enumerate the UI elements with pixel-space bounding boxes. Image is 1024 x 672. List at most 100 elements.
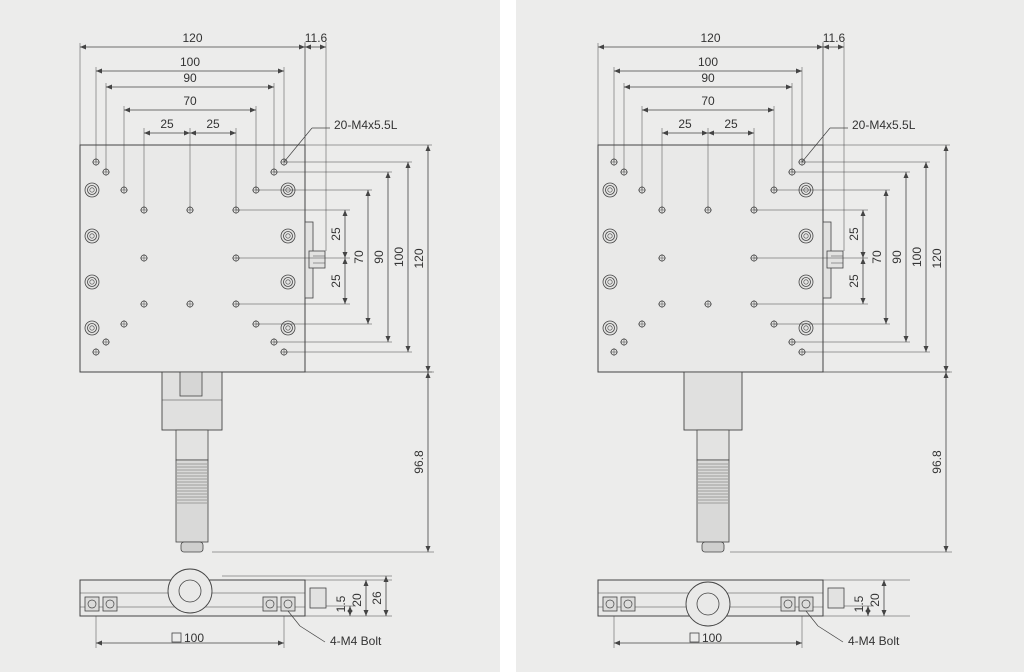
arrowhead-icon	[383, 576, 389, 582]
tapped-hole	[704, 300, 712, 308]
arrowhead-icon	[184, 130, 190, 136]
clamp-knob	[826, 250, 844, 269]
micrometer-ratchet	[701, 541, 725, 553]
arrowhead-icon	[278, 640, 284, 646]
tapped-hole	[92, 348, 100, 356]
micrometer-sleeve	[175, 429, 209, 461]
micrometer-clamp	[179, 371, 203, 397]
dimension-label: 70	[352, 250, 366, 264]
dimension-label: 1.5	[852, 595, 866, 612]
arrowhead-icon	[320, 44, 326, 50]
hole-callout-label: 20-M4x5.5L	[334, 118, 398, 132]
dimension-label: 100	[698, 55, 718, 69]
arrowhead-icon	[860, 252, 866, 258]
tapped-hole	[140, 254, 148, 262]
dimension-label: 90	[890, 250, 904, 264]
dimension-label: 26	[370, 591, 384, 605]
arrowhead-icon	[838, 44, 844, 50]
tapped-hole	[638, 320, 646, 328]
dimension-label: 25	[329, 227, 343, 241]
arrowhead-icon	[363, 610, 369, 616]
micrometer-bore	[696, 592, 720, 616]
dimension-label: 100	[180, 55, 200, 69]
arrowhead-icon	[80, 44, 86, 50]
square-dimension-label: 100	[184, 631, 204, 645]
counterbore-hole	[84, 274, 100, 290]
arrowhead-icon	[823, 44, 829, 50]
hole-callout-label: 20-M4x5.5L	[852, 118, 916, 132]
counterbore-hole	[798, 228, 814, 244]
offset-dimension-label: 11.6	[823, 31, 846, 45]
arrowhead-icon	[342, 210, 348, 216]
leader-line	[287, 610, 301, 627]
dimension-label: 70	[870, 250, 884, 264]
arrowhead-icon	[860, 210, 866, 216]
arrowhead-icon	[385, 336, 391, 342]
arrowhead-icon	[299, 44, 305, 50]
bolt-callout-label: 4-M4 Bolt	[848, 634, 900, 648]
arrowhead-icon	[943, 366, 949, 372]
arrowhead-icon	[383, 610, 389, 616]
arrowhead-icon	[342, 252, 348, 258]
arrowhead-icon	[923, 346, 929, 352]
micrometer-housing	[683, 371, 743, 431]
dimension-label: 120	[930, 248, 944, 268]
arrowhead-icon	[748, 130, 754, 136]
tapped-hole	[610, 348, 618, 356]
arrowhead-icon	[425, 366, 431, 372]
arrowhead-icon	[250, 107, 256, 113]
counterbore-hole	[798, 274, 814, 290]
arrowhead-icon	[903, 172, 909, 178]
micrometer-thimble	[696, 459, 730, 543]
bolt-head	[780, 596, 796, 612]
dimension-label: 25	[206, 117, 220, 131]
dimension-label: 100	[392, 247, 406, 267]
arrowhead-icon	[405, 162, 411, 168]
arrowhead-icon	[365, 318, 371, 324]
leader-line	[299, 625, 326, 643]
arrowhead-icon	[796, 640, 802, 646]
counterbore-hole	[602, 320, 618, 336]
dimension-label: 90	[701, 71, 715, 85]
counterbore-hole	[602, 228, 618, 244]
tapped-hole	[620, 338, 628, 346]
bolt-head	[84, 596, 100, 612]
square-symbol-icon	[689, 632, 700, 643]
dimension-label: 25	[847, 274, 861, 288]
arrowhead-icon	[865, 610, 871, 616]
dimension-label: 1.5	[334, 595, 348, 612]
counterbore-hole	[84, 228, 100, 244]
counterbore-hole	[602, 182, 618, 198]
arrowhead-icon	[614, 68, 620, 74]
arrowhead-icon	[943, 546, 949, 552]
micrometer-ratchet	[180, 541, 204, 553]
arrowhead-icon	[96, 640, 102, 646]
arrowhead-icon	[347, 610, 353, 616]
tapped-hole	[658, 300, 666, 308]
arrowhead-icon	[903, 336, 909, 342]
clamp-knob-front	[309, 587, 327, 609]
arrowhead-icon	[96, 68, 102, 74]
arrowhead-icon	[662, 130, 668, 136]
arrowhead-icon	[342, 258, 348, 264]
leader-line	[283, 127, 313, 163]
micrometer-bore	[178, 579, 202, 603]
dimension-label: 25	[329, 274, 343, 288]
dimension-label: 120	[182, 31, 202, 45]
arrowhead-icon	[614, 640, 620, 646]
arrowhead-icon	[817, 44, 823, 50]
arrowhead-icon	[268, 84, 274, 90]
arrowhead-icon	[642, 107, 648, 113]
tapped-hole	[658, 254, 666, 262]
counterbore-hole	[280, 228, 296, 244]
arrowhead-icon	[305, 44, 311, 50]
dimension-label: 70	[183, 94, 197, 108]
square-symbol-icon	[171, 632, 182, 643]
arrowhead-icon	[786, 84, 792, 90]
bolt-head	[262, 596, 278, 612]
dimension-label: 90	[183, 71, 197, 85]
micrometer-hub	[167, 568, 213, 614]
stage-top-plate	[597, 144, 824, 373]
arrowhead-icon	[425, 145, 431, 151]
